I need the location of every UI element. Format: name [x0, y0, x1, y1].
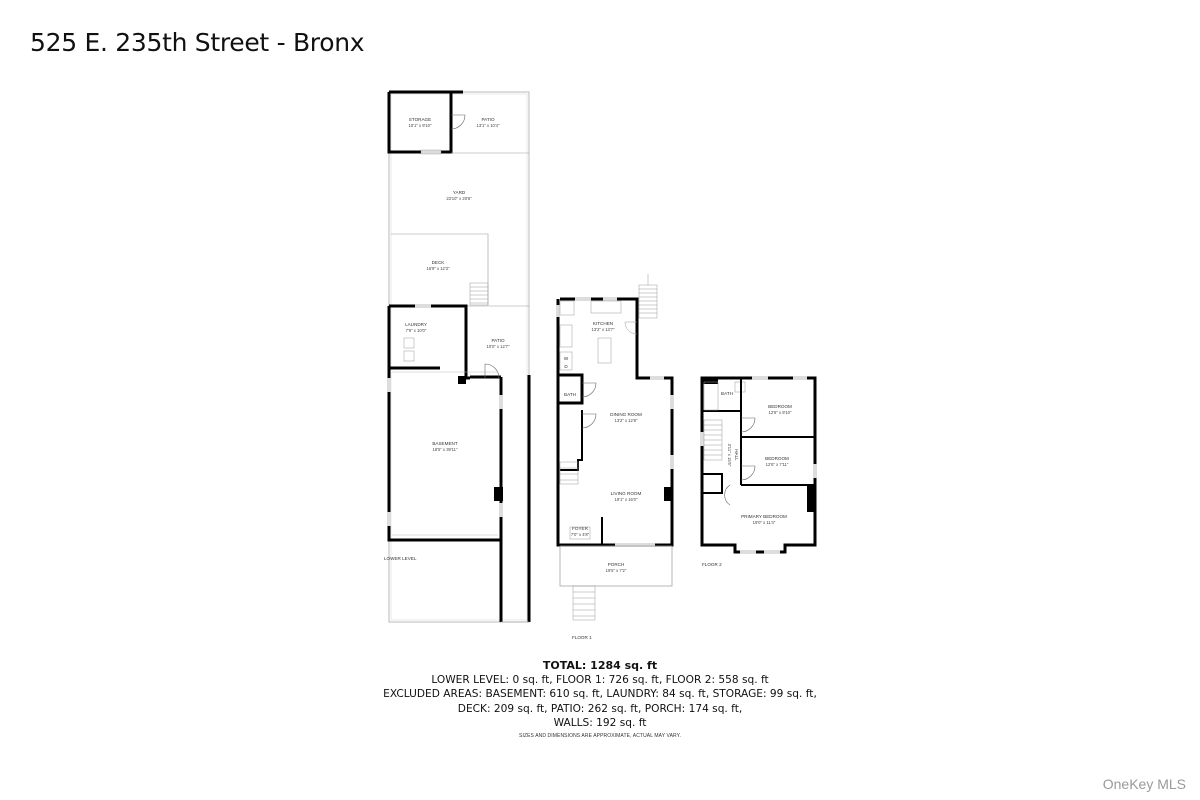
room-label: PRIMARY BEDROOM	[741, 514, 787, 519]
room-label: HALL	[734, 449, 739, 461]
room-dims: 13'1" x 10'4"	[477, 123, 500, 128]
room-label: KITCHEN	[593, 321, 613, 326]
room-dims: 18'5" x 39'11"	[433, 447, 458, 452]
room-label: STORAGE	[409, 117, 431, 122]
floor-2-plan: 3'11" x 15'5" HALL BATH BEDROOM 12'6" x …	[700, 376, 817, 567]
floor-label: FLOOR 2	[702, 562, 722, 567]
room-label: FOYER	[572, 526, 589, 531]
room-label: BEDROOM	[765, 456, 789, 461]
room-dims: 19'1" x 16'0"	[615, 497, 638, 502]
excluded-areas-line-2: DECK: 209 sq. ft, PATIO: 262 sq. ft, POR…	[457, 702, 743, 715]
total-area: TOTAL: 1284 sq. ft	[542, 659, 658, 672]
room-dims: 12'6" x 9'10"	[769, 410, 792, 415]
room-dims: 10'1" x 9'10"	[409, 123, 432, 128]
room-dims: 3'11" x 15'5"	[727, 444, 732, 467]
room-dims: 23'10" x 20'6"	[446, 196, 472, 201]
room-dims: 19'0" x 11'4"	[753, 520, 776, 525]
room-dims: 10'0" x 12'7"	[487, 344, 510, 349]
room-dims: 13'2" x 13'7"	[592, 327, 615, 332]
floor-areas: LOWER LEVEL: 0 sq. ft, FLOOR 1: 726 sq. …	[431, 674, 769, 687]
room-label: PORCH	[608, 562, 625, 567]
walls-area: WALLS: 192 sq. ft	[553, 716, 647, 729]
room-label: BATH	[721, 391, 733, 396]
room-dims: 7'0" x 4'8"	[571, 532, 590, 537]
room-label: BATH	[564, 392, 576, 397]
area-summary: TOTAL: 1284 sq. ft LOWER LEVEL: 0 sq. ft…	[300, 659, 900, 730]
floor-label: FLOOR 1	[572, 635, 592, 640]
room-dims: 13'2" x 12'8"	[615, 418, 638, 423]
floor-1-plan: W D KITCHEN 13'2" x 13'7" BATH DINING RO…	[556, 274, 674, 640]
room-label: DINING ROOM	[610, 412, 642, 417]
room-dims: 19'5" x 7'2"	[606, 568, 627, 573]
page-title: 525 E. 235th Street - Bronx	[30, 28, 365, 57]
room-label: LAUNDRY	[405, 322, 427, 327]
washer-label: W	[564, 356, 569, 361]
room-dims: 12'6" x 7'11"	[766, 462, 789, 467]
dryer-label: D	[564, 364, 568, 369]
room-label: DECK	[432, 260, 446, 265]
room-label: PATIO	[491, 338, 505, 343]
room-label: PATIO	[481, 117, 495, 122]
room-dims: 16'9" x 12'3"	[427, 266, 450, 271]
excluded-areas-line-1: EXCLUDED AREAS: BASEMENT: 610 sq. ft, LA…	[383, 688, 817, 701]
floor-label: LOWER LEVEL	[384, 556, 417, 561]
room-label: BASEMENT	[432, 441, 457, 446]
room-label: BEDROOM	[768, 404, 792, 409]
lower-level-plan: STORAGE 10'1" x 9'10" PATIO 13'1" x 10'4…	[384, 90, 531, 623]
disclaimer: SIZES AND DIMENSIONS ARE APPROXIMATE, AC…	[519, 733, 681, 739]
brand-watermark: OneKey MLS	[1102, 776, 1186, 792]
room-label: LIVING ROOM	[611, 491, 642, 496]
room-dims: 7'9" x 10'0"	[406, 328, 427, 333]
room-label: YARD	[453, 190, 466, 195]
